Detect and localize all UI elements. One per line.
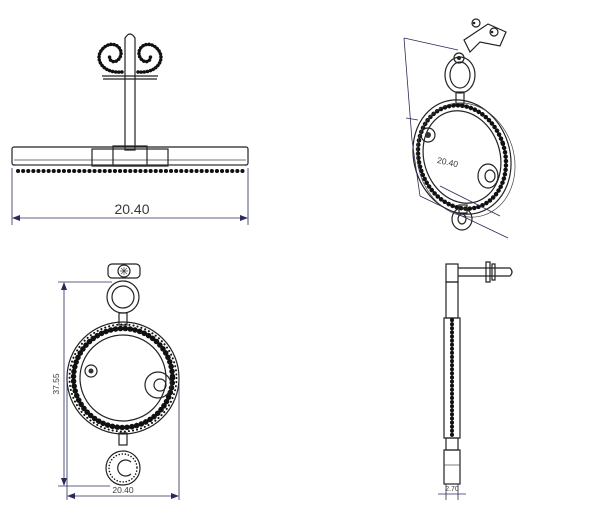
front-width-label: 20.40 <box>112 485 134 495</box>
front-height-label: 37.55 <box>51 373 61 395</box>
iso-view: 20.40 <box>403 18 516 239</box>
top-view-center-block <box>91 148 169 167</box>
front-height-dimension: 37.55 <box>51 281 112 487</box>
side-thickness-dimension: 2.70 <box>438 484 466 500</box>
side-view-top-block <box>445 263 459 283</box>
iso-small-stone <box>420 127 436 143</box>
iso-dimension: 20.40 <box>403 37 509 239</box>
front-drop-charm <box>105 450 141 486</box>
side-view-post <box>458 267 513 277</box>
iso-top-stone <box>453 52 465 64</box>
iso-butterfly-back <box>463 18 507 54</box>
front-main-ring <box>66 321 180 435</box>
front-view: 37.55 20.40 <box>51 263 180 500</box>
top-view-post <box>124 33 136 151</box>
front-top-stone <box>117 264 131 278</box>
front-small-stone <box>84 364 98 378</box>
front-width-dimension: 20.40 <box>66 380 180 500</box>
iso-width-label: 20.40 <box>436 155 459 169</box>
iso-main-ring-beads <box>415 103 509 211</box>
front-butterfly-back <box>107 263 141 279</box>
side-thickness-label: 2.70 <box>445 486 459 493</box>
top-view-butterfly-back <box>97 42 163 80</box>
top-view: 20.40 <box>11 33 249 225</box>
iso-drop-charm <box>451 207 473 231</box>
front-large-stone <box>144 371 172 399</box>
iso-large-stone <box>477 163 499 189</box>
side-view: 2.70 <box>438 261 513 500</box>
top-view-width-label: 20.40 <box>114 201 149 217</box>
side-view-drop-profile <box>443 449 461 485</box>
top-view-width-dimension: 20.40 <box>11 168 249 225</box>
front-main-ring-beads <box>70 325 176 431</box>
